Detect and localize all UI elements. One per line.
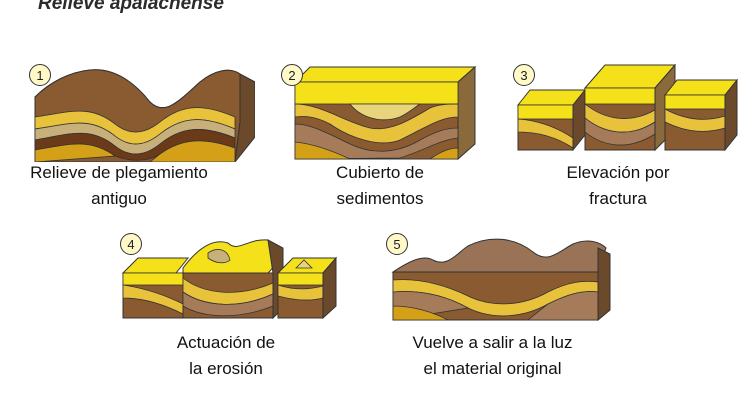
diagram-title: Relieve apalachense (38, 0, 224, 14)
caption-step-4: Actuación de la erosión (136, 330, 316, 382)
block-diagram-3 (516, 63, 739, 152)
caption-step-1: Relieve de plegamiento antiguo (5, 160, 233, 212)
caption-step-2: Cubierto de sedimentos (290, 160, 470, 212)
caption-step-3: Elevación por fractura (528, 160, 708, 212)
caption-step-1-line1: Relieve de plegamiento (30, 163, 208, 182)
caption-step-5-line2: el material original (423, 359, 562, 378)
step-badge-4: 4 (120, 233, 142, 255)
caption-step-1-line2: antiguo (91, 189, 147, 208)
block-diagram-1 (34, 69, 255, 162)
caption-step-2-line1: Cubierto de (336, 163, 424, 182)
caption-step-4-line1: Actuación de (176, 333, 276, 352)
caption-step-5: Vuelve a salir a la luz el material orig… (385, 330, 600, 382)
caption-step-5-line1: Vuelve a salir a la luz (412, 333, 573, 352)
caption-step-3-line1: Elevación por (566, 163, 670, 182)
caption-step-4-line2: la erosión (189, 359, 263, 378)
caption-step-3-line2: fractura (589, 189, 647, 208)
step-badge-1: 1 (29, 64, 51, 86)
step-badge-3: 3 (513, 64, 535, 86)
step-badge-5: 5 (386, 233, 408, 255)
block-diagram-5 (391, 238, 611, 322)
caption-step-2-line2: sedimentos (336, 189, 424, 208)
block-diagram-2 (293, 65, 477, 161)
step-badge-2: 2 (281, 64, 303, 86)
block-diagram-4 (121, 239, 338, 320)
